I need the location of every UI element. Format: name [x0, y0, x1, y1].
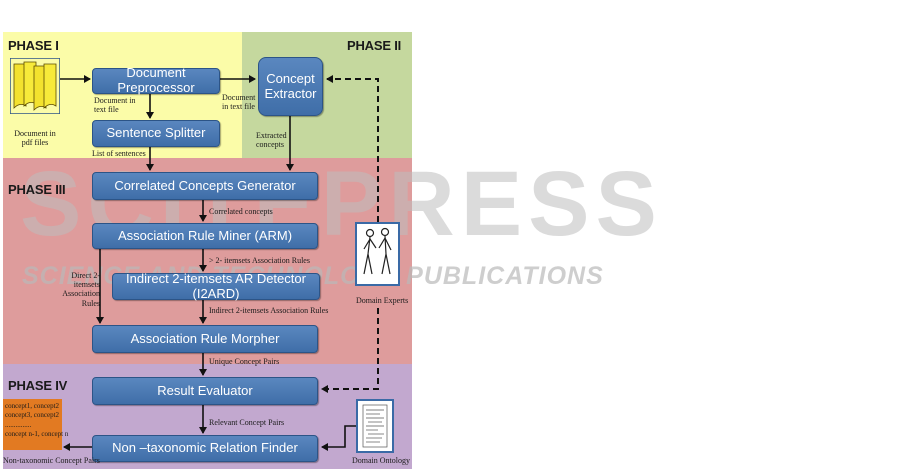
output-item: concept3, concept2 [5, 411, 60, 420]
doc-in-text-label-2: Document in text file [222, 93, 256, 112]
non-taxonomic-pairs-label: Non-taxonomic Concept Pairs [3, 456, 100, 465]
pdf-files-icon [10, 58, 60, 114]
output-item: ............... [5, 420, 32, 429]
association-rule-morpher-box: Association Rule Morpher [92, 325, 318, 353]
domain-experts-icon [363, 227, 392, 275]
domain-experts-box [355, 222, 400, 286]
non-taxonomic-relation-finder-box: Non –taxonomic Relation Finder [92, 435, 318, 462]
domain-experts-label: Domain Experts [356, 296, 409, 305]
extracted-concepts-label: Extracted concepts [256, 131, 287, 150]
output-item: concept1, concept2 [5, 402, 60, 410]
output-item: concept n-1, concept n [5, 430, 69, 439]
correlated-concepts-label: Correlated concepts [209, 207, 273, 216]
correlated-concepts-generator-box: Correlated Concepts Generator [92, 172, 318, 200]
indirect-rules-label: Indirect 2-itemsets Association Rules [209, 306, 329, 315]
domain-ontology-label: Domain Ontology [352, 456, 410, 465]
phase4-label: PHASE IV [8, 378, 68, 393]
gt2-rules-label: > 2- itemsets Association Rules [209, 256, 310, 265]
sentence-splitter-box: Sentence Splitter [92, 120, 220, 147]
concept-extractor-box: Concept Extractor [258, 57, 323, 116]
result-evaluator-box: Result Evaluator [92, 377, 318, 405]
phase2-label: PHASE II [347, 38, 402, 53]
phase3-label: PHASE III [8, 182, 66, 197]
domain-ontology-icon [362, 404, 388, 448]
domain-ontology-box [356, 399, 394, 453]
doc-in-pdf-label: Document in pdf files [14, 129, 56, 148]
relevant-pairs-label: Relevant Concept Pairs [209, 418, 285, 427]
document-preprocessor-box: Document Preprocessor [92, 65, 220, 95]
direct-rules-label: Direct 2-itemsets Association Rules [62, 271, 100, 308]
phase1-label: PHASE I [8, 38, 59, 53]
unique-pairs-label: Unique Concept Pairs [209, 357, 280, 366]
doc-in-text-label-1: Document in text file [94, 96, 136, 115]
association-rule-miner-box: Association Rule Miner (ARM) [92, 223, 318, 249]
i2ard-box: Indirect 2-itemsets AR Detector (I2ARD) [112, 271, 320, 300]
output-concept-pairs-box: concept1, concept2 concept3, concept2 ..… [3, 399, 69, 450]
list-of-sentences-label: List of sentences [92, 149, 146, 158]
